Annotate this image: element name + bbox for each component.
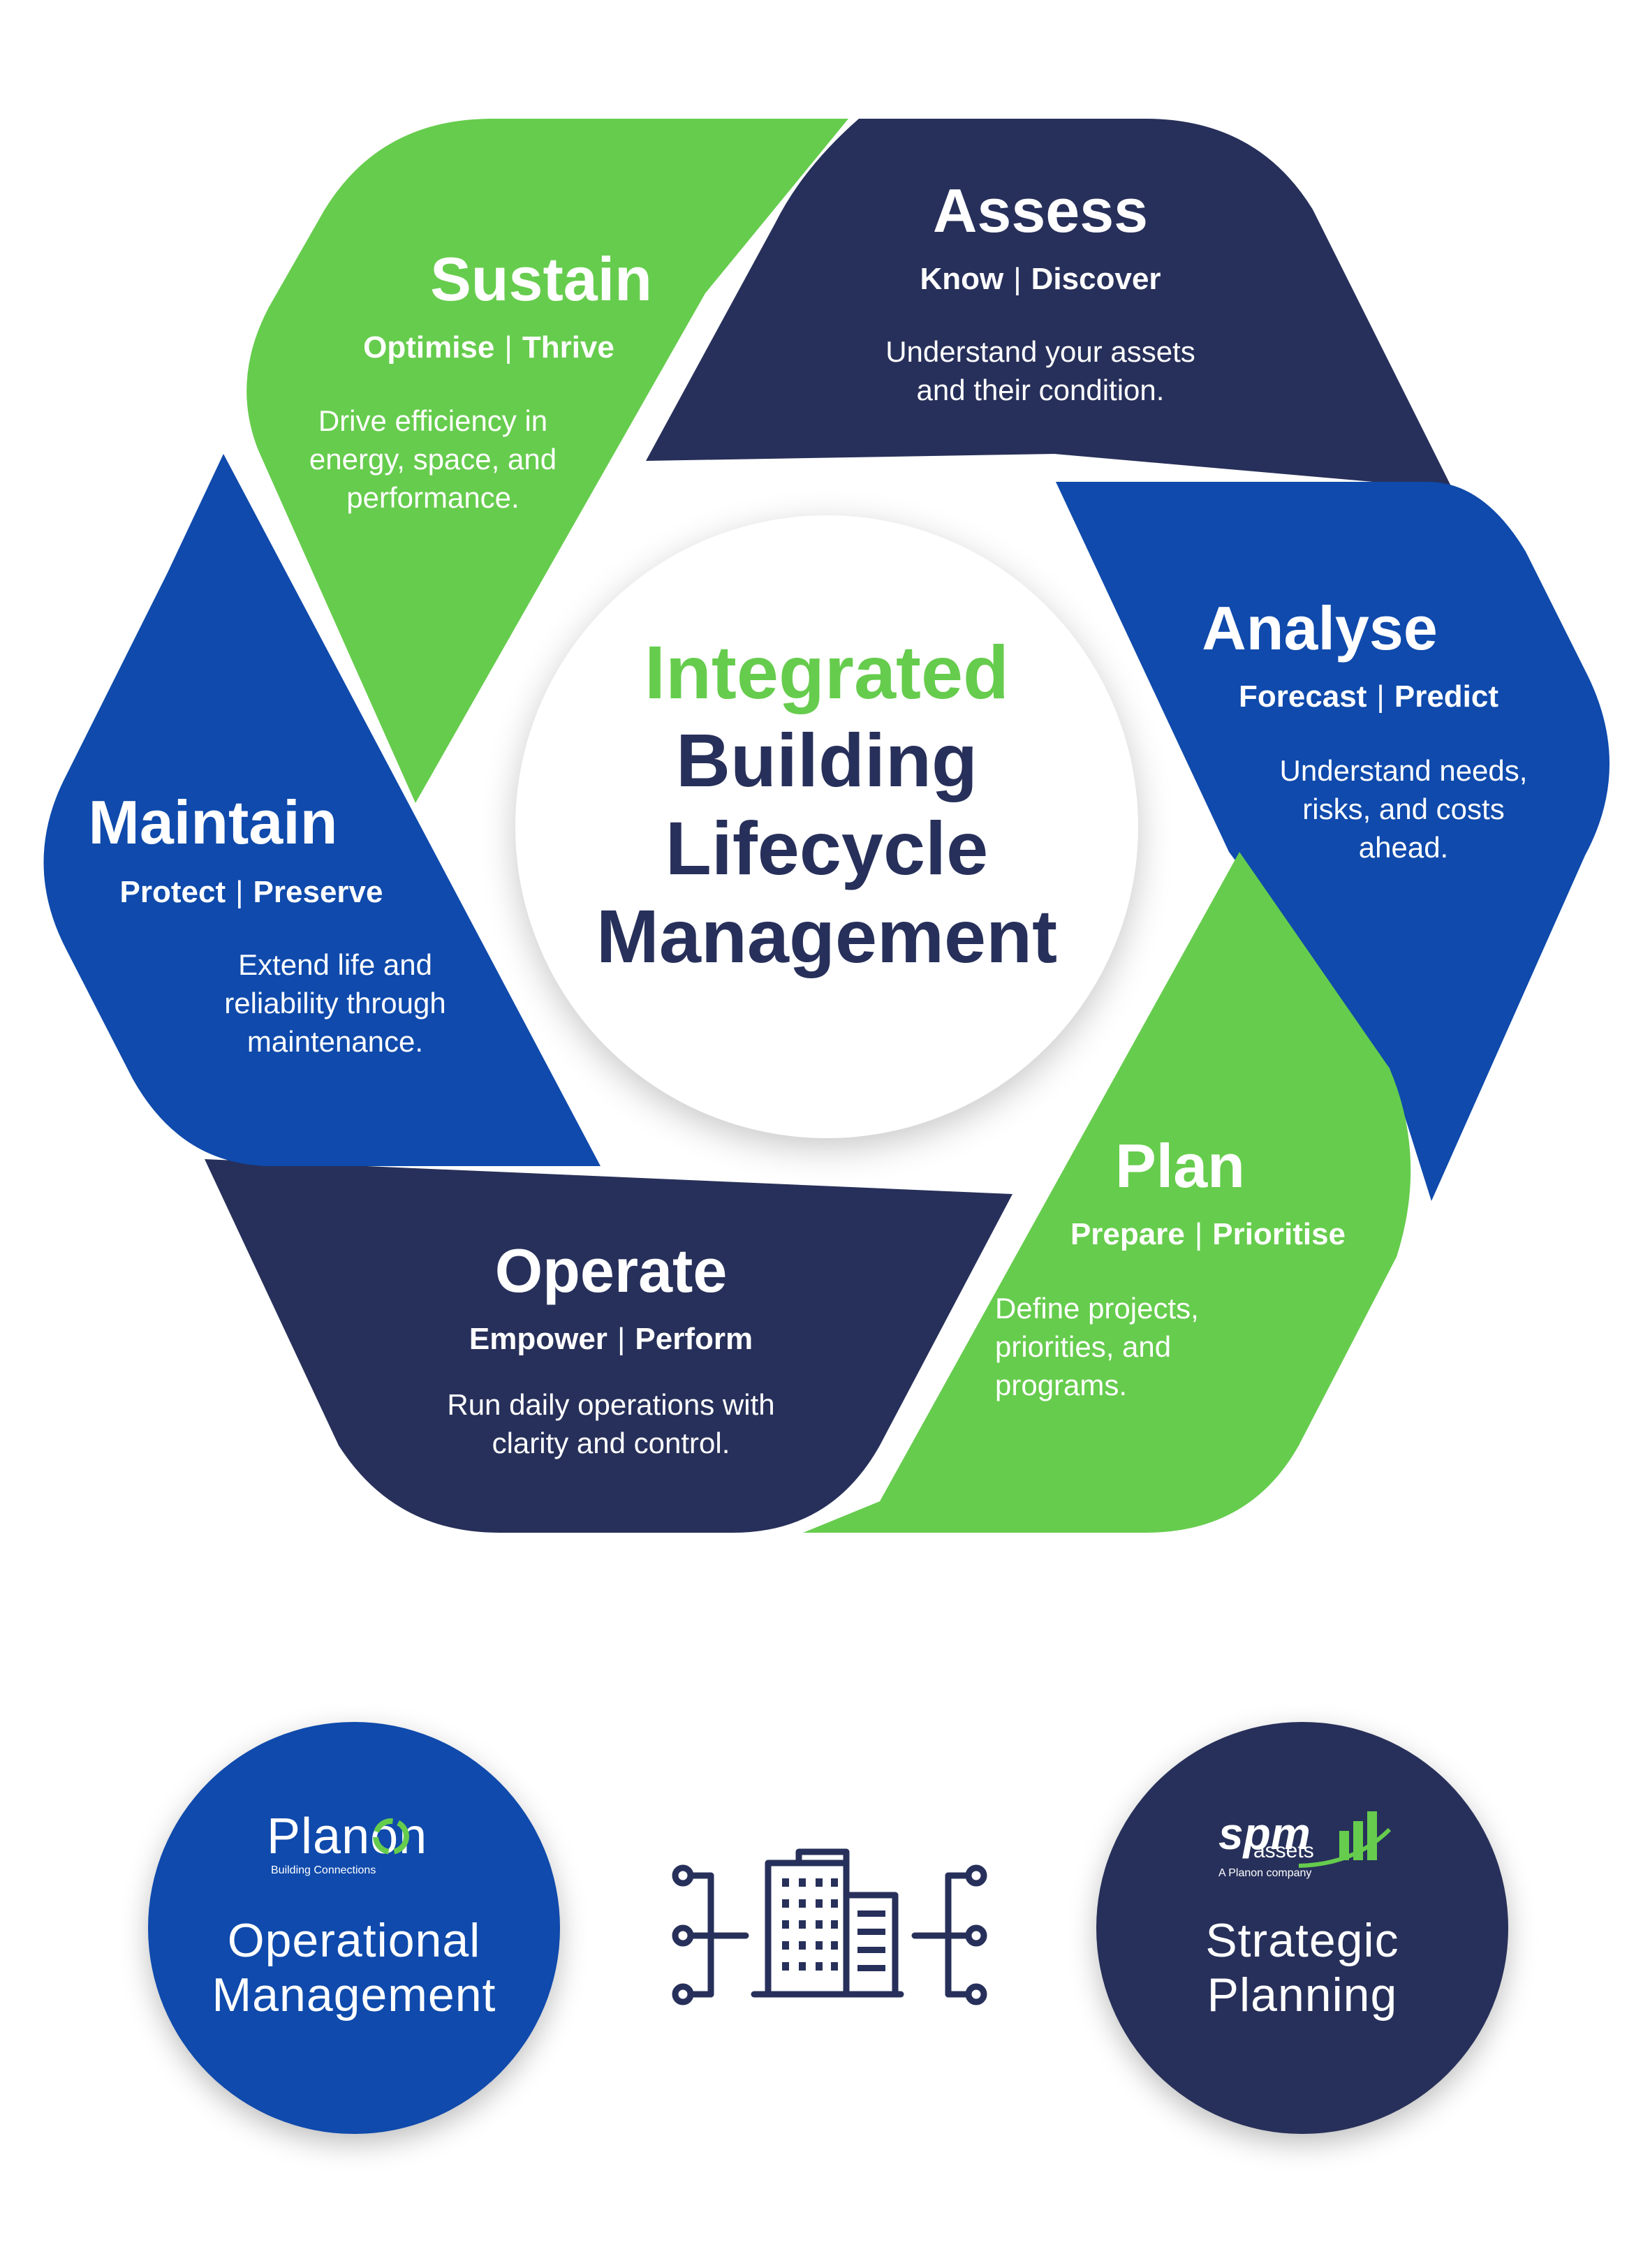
spm-logo: spm	[1218, 1809, 1311, 1859]
segment-maintain-description: Extend life and reliability through main…	[224, 948, 446, 1058]
segment-assess-sub2: Discover	[1031, 262, 1161, 296]
planon-logo-tagline: Building Connections	[271, 1864, 376, 1876]
segment-operate-description: Run daily operations with clarity and co…	[447, 1388, 775, 1459]
segment-sustain-subtitle: Optimise|Thrive	[363, 330, 614, 364]
strategic-planning-line2: Planning	[1207, 1968, 1398, 2022]
segment-assess-title: Assess	[932, 176, 1149, 245]
center-title-line3: Lifecycle	[665, 806, 989, 890]
segment-plan-sub1: Prepare	[1070, 1217, 1185, 1251]
center-title-line2: Building	[676, 718, 978, 802]
operational-management-line2: Management	[212, 1968, 496, 2022]
segment-analyse-description: Understand needs, risks, and costs ahead…	[1279, 754, 1528, 864]
segment-sustain-title: Sustain	[430, 244, 652, 314]
segment-plan-title: Plan	[1115, 1131, 1245, 1200]
segment-operate-subtitle: Empower|Perform	[469, 1322, 753, 1356]
segment-analyse-shape[interactable]	[1056, 482, 1610, 1201]
spm-logo-tagline: A Planon company	[1218, 1867, 1312, 1879]
segment-assess-description: Understand your assets and their conditi…	[885, 335, 1195, 406]
segment-operate-shape[interactable]	[205, 1159, 1012, 1533]
planon-logo: Planon	[267, 1809, 428, 1864]
strategic-planning-line1: Strategic	[1205, 1914, 1399, 1967]
segment-assess-subtitle: Know|Discover	[920, 262, 1161, 296]
segment-sustain-sub1: Optimise	[363, 330, 495, 364]
segment-sustain-shape[interactable]	[246, 119, 848, 803]
center-title-line4: Management	[596, 894, 1058, 978]
segment-analyse-title: Analyse	[1202, 594, 1438, 663]
center-circle	[515, 515, 1138, 1138]
segment-plan-shape[interactable]	[803, 852, 1411, 1533]
strategic-planning-label: Strategic Planning	[1096, 1913, 1508, 2022]
segment-sustain-sub2: Thrive	[522, 330, 614, 364]
segment-maintain-shape[interactable]	[43, 454, 601, 1166]
segment-sustain-description: Drive efficiency in energy, space, and p…	[309, 404, 557, 514]
segment-plan-sub2: Prioritise	[1212, 1217, 1346, 1251]
segment-maintain-subtitle: Protect|Preserve	[119, 875, 383, 909]
segment-plan-subtitle: Prepare|Prioritise	[1070, 1217, 1346, 1251]
spm-logo-assets: assets	[1253, 1839, 1314, 1862]
operational-management-circle	[148, 1722, 560, 2134]
operational-management-line1: Operational	[227, 1914, 481, 1967]
segment-maintain-sub2: Preserve	[253, 875, 383, 909]
operational-management-label: Operational Management	[148, 1913, 560, 2022]
segment-operate-sub1: Empower	[469, 1322, 607, 1356]
segment-assess-sub1: Know	[920, 262, 1004, 296]
segment-maintain-sub1: Protect	[119, 875, 226, 909]
segment-analyse-sub2: Predict	[1394, 679, 1499, 714]
segment-analyse-subtitle: Forecast|Predict	[1238, 679, 1499, 714]
segment-assess-shape[interactable]	[646, 119, 1452, 489]
segment-analyse-sub1: Forecast	[1238, 679, 1367, 714]
segment-operate-title: Operate	[494, 1236, 728, 1305]
center-title: Integrated Building Lifecycle Management	[515, 628, 1138, 980]
segment-maintain-title: Maintain	[88, 788, 338, 857]
strategic-planning-circle	[1096, 1722, 1508, 2134]
segment-operate-sub2: Perform	[635, 1322, 753, 1356]
center-title-line1: Integrated	[644, 630, 1010, 714]
segment-plan-description: Define projects, priorities, and program…	[995, 1292, 1199, 1401]
